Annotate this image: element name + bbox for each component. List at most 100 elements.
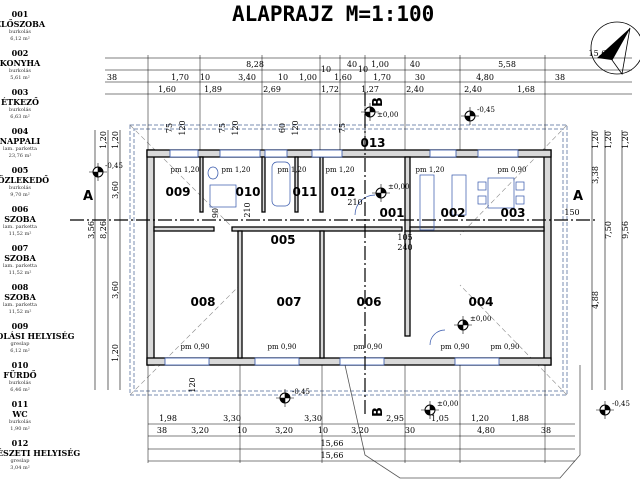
opening-dimension: 90 (211, 208, 220, 218)
level-marker-icon: ±0,00 (421, 400, 458, 419)
window-labels: pm 1,20 pm 1,20 pm 1,20 pm 1,20 pm 1,20 pm 0,… (171, 166, 527, 351)
window-label: pm 1,20 (416, 166, 445, 174)
dimension-label: 1,20 (471, 414, 489, 423)
section-label-b-bottom: B (371, 407, 386, 417)
section-label-b-top: B (371, 97, 386, 107)
dimension-label: 1,20 (621, 131, 630, 149)
legend-name: NAPPALI (0, 136, 41, 146)
dimension-label: 10 (358, 65, 368, 74)
room-number: 012 (330, 185, 355, 199)
dimension-label: 1,68 (517, 85, 535, 94)
dimension-label: 2,40 (406, 85, 424, 94)
opening-dimension: 120 (188, 377, 197, 392)
dimension-label: 1,05 (431, 414, 449, 423)
dimension-label: 2,40 (464, 85, 482, 94)
section-label-a-right: A (573, 189, 583, 204)
window-label: pm 1,20 (278, 166, 307, 174)
dimension-label: 3,20 (351, 426, 369, 435)
level-marker-icon: ±0,00 (454, 315, 491, 334)
legend-item: 001ELŐSZOBAburkolás6,12 m² (0, 10, 62, 49)
dimension-label: 7,50 (604, 221, 613, 239)
legend-area: 6,46 m² (10, 387, 30, 393)
window-label: pm 1,20 (222, 166, 251, 174)
legend-material: burkolás (9, 185, 31, 191)
dimension-label: 10 (237, 426, 247, 435)
legend-name: GÉPÉSZETI HELYISÉG (0, 448, 81, 458)
dimension-label: 3,60 (111, 281, 120, 299)
dimension-label: 38 (157, 426, 167, 435)
legend-material: burkolás (9, 107, 31, 113)
dimension-label: 9,56 (621, 221, 630, 239)
legend-area: 3,04 m² (10, 465, 30, 471)
legend-area: 6,12 m² (10, 36, 30, 42)
dimension-label: 40 (410, 60, 420, 69)
legend-area: 11,52 m² (8, 270, 32, 276)
dimension-label: 4,80 (477, 426, 495, 435)
window-label: pm 1,20 (171, 166, 200, 174)
room-number: 011 (292, 185, 317, 199)
dimension-label: 1,70 (171, 73, 189, 82)
legend-name: FÜRDŐ (3, 370, 37, 380)
legend-material: greslap (10, 341, 30, 347)
dimension-label: 10 (321, 65, 331, 74)
dimension-label: 38 (107, 73, 117, 82)
dimension-label: 3,56 (87, 221, 96, 239)
legend-area: 11,52 m² (8, 309, 32, 315)
opening-dimension: 60 (278, 123, 287, 133)
legend-material: burkolás (9, 419, 31, 425)
window-label: pm 0,90 (491, 343, 520, 351)
legend-num: 001 (11, 9, 29, 19)
legend-num: 006 (11, 204, 29, 214)
dimension-label: 38 (541, 426, 551, 435)
dimension-label: 1,98 (159, 414, 177, 423)
room-number: 013 (360, 136, 385, 150)
legend-material: lam. parketta (2, 302, 38, 308)
dimension-label: 1,20 (111, 131, 120, 149)
dimension-label: 5,58 (498, 60, 516, 69)
level-value: -0,45 (477, 106, 495, 114)
legend-num: 012 (11, 438, 29, 448)
dimension-label: 15,66 (321, 451, 344, 460)
window-label: pm 0,90 (441, 343, 470, 351)
dimension-label: 1,89 (204, 85, 222, 94)
level-marker-icon: -0,45 (596, 400, 630, 419)
legend-name: TÁROLÁSI HELYISÉG (0, 331, 75, 341)
legend-name: SZOBA (4, 214, 36, 224)
dimension-label: 8,26 (99, 221, 108, 239)
legend-area: 6,63 m² (10, 114, 30, 120)
opening-dimension: 150 (564, 208, 579, 217)
legend-material: burkolás (9, 68, 31, 74)
dimension-label: 1,20 (591, 131, 600, 149)
dimension-label: 1,72 (321, 85, 339, 94)
opening-dimension: 210 (243, 202, 252, 217)
dimension-label: 1,60 (158, 85, 176, 94)
window-label: pm 0,90 (354, 343, 383, 351)
window-label: pm 1,20 (326, 166, 355, 174)
dimension-label: 1,70 (373, 73, 391, 82)
opening-dimension: 240 (397, 243, 412, 252)
legend-material: burkolás (9, 380, 31, 386)
dimension-label: 30 (405, 426, 415, 435)
dimension-label: 1,88 (511, 414, 529, 423)
dimension-label: 1,20 (604, 131, 613, 149)
dimension-label: 10 (318, 426, 328, 435)
legend-material: lam. parketta (2, 263, 38, 269)
legend-num: 011 (11, 399, 29, 409)
level-markers: -0,45±0,00±0,00±0,00±0,00-0,45-0,45-0,45 (89, 103, 630, 419)
legend-area: 5,61 m² (10, 75, 30, 81)
legend-name: KÖZLEKEDŐ (0, 175, 50, 185)
legend-name: WC (12, 409, 28, 419)
legend-area: 1,90 m² (10, 426, 30, 432)
room-number: 009 (165, 185, 190, 199)
opening-dimension: 210 (347, 198, 362, 207)
room-number: 004 (468, 295, 493, 309)
dimension-label: 4,80 (476, 73, 494, 82)
legend-name: SZOBA (4, 292, 36, 302)
dimension-label: 1,00 (371, 60, 389, 69)
windows (164, 149, 519, 366)
